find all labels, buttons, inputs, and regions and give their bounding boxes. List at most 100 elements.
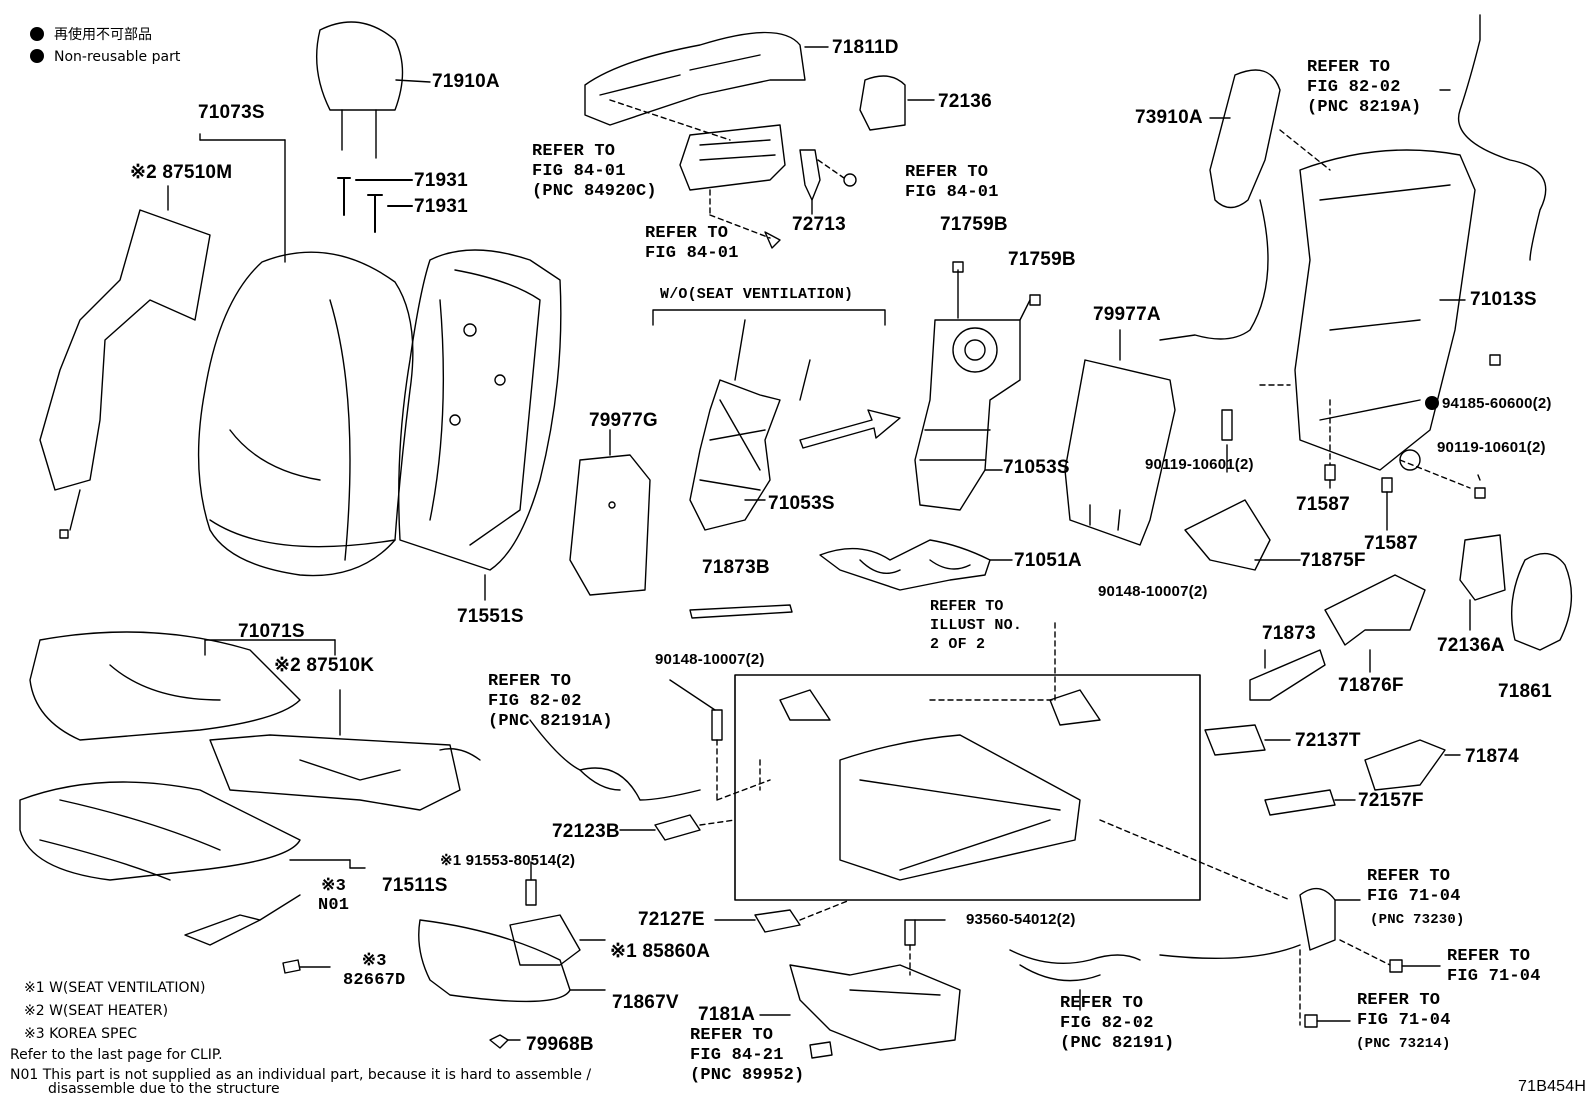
part-72157F[interactable]: 72157F xyxy=(1358,790,1424,811)
part-72136A[interactable]: 72136A xyxy=(1437,635,1505,656)
cover-72123B-drawing xyxy=(619,814,736,841)
switch-assembly-drawing xyxy=(609,99,786,249)
part-73910A[interactable]: 73910A xyxy=(1135,107,1203,128)
part-72127E[interactable]: 72127E xyxy=(638,909,705,930)
part-93560-54012[interactable]: 93560-54012(2) xyxy=(966,911,1076,928)
part-72713[interactable]: 72713 xyxy=(792,214,846,235)
non-reusable-dot-icon xyxy=(30,49,44,63)
part-71931-b[interactable]: 71931 xyxy=(414,196,468,217)
part-7181A[interactable]: 7181A xyxy=(698,1004,755,1025)
part-90119-10601-b[interactable]: 90119-10601(2) xyxy=(1437,439,1546,456)
blower-85860A-drawing xyxy=(509,914,606,966)
spring-71051A-drawing xyxy=(819,539,1013,591)
part-71875F[interactable]: 71875F xyxy=(1300,550,1366,571)
part-72123B[interactable]: 72123B xyxy=(552,821,620,842)
refer-fig-82-02-82191[interactable]: REFER TO FIG 82-02 (PNC 82191) xyxy=(1060,994,1175,1053)
part-94185-text: 94185-60600(2) xyxy=(1442,395,1552,412)
harness-8219A-drawing xyxy=(1439,14,1547,261)
part-85860A[interactable]: ※1 85860A xyxy=(610,941,711,962)
bolt-90148-left-drawing xyxy=(669,679,771,801)
part-71073S[interactable]: 71073S xyxy=(198,102,265,123)
refer-fig-84-01-b[interactable]: REFER TO FIG 84-01 xyxy=(905,163,999,202)
part-71051A[interactable]: 71051A xyxy=(1014,550,1082,571)
part-71053S-b[interactable]: 71053S xyxy=(768,493,835,514)
seat-adjuster-box xyxy=(734,619,1201,901)
bolt-90119-drawing xyxy=(1221,384,1486,499)
cover-72137T-drawing xyxy=(1204,724,1291,756)
sensor-n01-drawing xyxy=(184,894,301,946)
pad-79977G-drawing xyxy=(569,429,651,596)
part-71874[interactable]: 71874 xyxy=(1465,746,1519,767)
part-71551S[interactable]: 71551S xyxy=(457,606,524,627)
part-87510M[interactable]: ※2 87510M xyxy=(130,162,233,183)
harness-82191A-drawing xyxy=(529,719,701,801)
part-71876F[interactable]: 71876F xyxy=(1338,675,1404,696)
bracket-7181A-drawing xyxy=(759,964,961,1051)
part-79968B[interactable]: 79968B xyxy=(526,1034,594,1055)
part-n01[interactable]: ※3 N01 xyxy=(318,877,350,915)
clip-79968B-drawing xyxy=(489,1034,521,1049)
cover-71875F-drawing xyxy=(1184,499,1301,571)
without-ventilation-bracket xyxy=(652,309,886,326)
transition-arrow xyxy=(799,409,901,449)
legend-jp: 再使用不可部品 xyxy=(30,24,152,44)
part-71071S[interactable]: 71071S xyxy=(238,621,305,642)
seatback-cover-drawing xyxy=(197,133,414,577)
part-71587-a[interactable]: 71587 xyxy=(1296,494,1350,515)
clip-82667D-drawing xyxy=(282,959,331,974)
clip-71587-drawing xyxy=(1324,399,1393,531)
part-82667D[interactable]: ※3 82667D xyxy=(343,952,406,990)
part-71053S-a[interactable]: 71053S xyxy=(1003,457,1070,478)
cover-71873-drawing xyxy=(1249,649,1326,701)
without-ventilation-label: W/O(SEAT VENTILATION) xyxy=(660,286,854,303)
bolt-91553-drawing xyxy=(525,861,537,906)
upper-cover-drawing xyxy=(584,31,829,126)
refer-fig-82-02-8219A[interactable]: REFER TO FIG 82-02 (PNC 8219A) xyxy=(1307,58,1422,117)
note-clip: Refer to the last page for CLIP. xyxy=(10,1047,223,1063)
cushion-heater-drawing xyxy=(209,689,481,811)
part-71873B[interactable]: 71873B xyxy=(702,557,770,578)
note-seat-ventilation: ※1 W(SEAT VENTILATION) xyxy=(24,980,206,996)
shield-71867V-drawing xyxy=(418,919,606,1003)
part-71587-b[interactable]: 71587 xyxy=(1364,533,1418,554)
part-71931-a[interactable]: 71931 xyxy=(414,170,468,191)
part-71511S[interactable]: 71511S xyxy=(382,875,448,896)
cushion-cover-drawing xyxy=(29,631,336,741)
part-94185-60600[interactable]: 94185-60600(2) xyxy=(1425,396,1552,411)
part-71910A[interactable]: 71910A xyxy=(432,71,500,92)
refer-fig-84-21-89952[interactable]: REFER TO FIG 84-21 (PNC 89952) xyxy=(690,1026,805,1085)
part-90119-10601-a[interactable]: 90119-10601(2) xyxy=(1145,456,1254,473)
part-72136[interactable]: 72136 xyxy=(938,91,992,112)
part-71873[interactable]: 71873 xyxy=(1262,623,1316,644)
refer-illust-2-of-2[interactable]: REFER TO ILLUST NO. 2 OF 2 xyxy=(930,598,1023,653)
refer-fig-82-02-82191A[interactable]: REFER TO FIG 82-02 (PNC 82191A) xyxy=(488,672,613,731)
part-72137T[interactable]: 72137T xyxy=(1295,730,1361,751)
buckle-73230-drawing xyxy=(1099,819,1361,1026)
lumbar-support-right-drawing xyxy=(914,261,1041,511)
bolt-93560-drawing xyxy=(904,919,946,976)
part-79977G[interactable]: 79977G xyxy=(589,410,658,431)
part-71759B-a[interactable]: 71759B xyxy=(940,214,1008,235)
cover-72157F-drawing xyxy=(1264,789,1356,816)
part-91553-80514[interactable]: ※1 91553-80514(2) xyxy=(440,852,576,869)
refer-fig-84-01-84920C[interactable]: REFER TO FIG 84-01 (PNC 84920C) xyxy=(532,142,657,201)
part-71867V[interactable]: 71867V xyxy=(612,992,679,1013)
refer-fig-84-01-c[interactable]: REFER TO FIG 84-01 xyxy=(645,224,739,263)
refer-fig-71-04-b[interactable]: REFER TO FIG 71-04 xyxy=(1447,947,1541,986)
non-reusable-dot-icon xyxy=(30,27,44,41)
part-71759B-b[interactable]: 71759B xyxy=(1008,249,1076,270)
refer-fig-71-04-a[interactable]: REFER TO FIG 71-04 xyxy=(1367,867,1461,906)
headrest-drawing xyxy=(316,21,431,159)
note-n01-line2: disassemble due to the structure xyxy=(48,1081,280,1097)
part-90148-10007-b[interactable]: 90148-10007(2) xyxy=(655,651,765,668)
part-79977A[interactable]: 79977A xyxy=(1093,304,1161,325)
part-71013S[interactable]: 71013S xyxy=(1470,289,1537,310)
lumbar-support-left-drawing xyxy=(689,319,811,531)
part-87510K[interactable]: ※2 87510K xyxy=(274,655,375,676)
nut-71-04-drawing xyxy=(1304,939,1441,1028)
part-71861[interactable]: 71861 xyxy=(1498,681,1552,702)
part-90148-10007-a[interactable]: 90148-10007(2) xyxy=(1098,583,1208,600)
part-71811D[interactable]: 71811D xyxy=(832,37,899,58)
refer-fig-71-04-c[interactable]: REFER TO FIG 71-04 xyxy=(1357,991,1451,1030)
